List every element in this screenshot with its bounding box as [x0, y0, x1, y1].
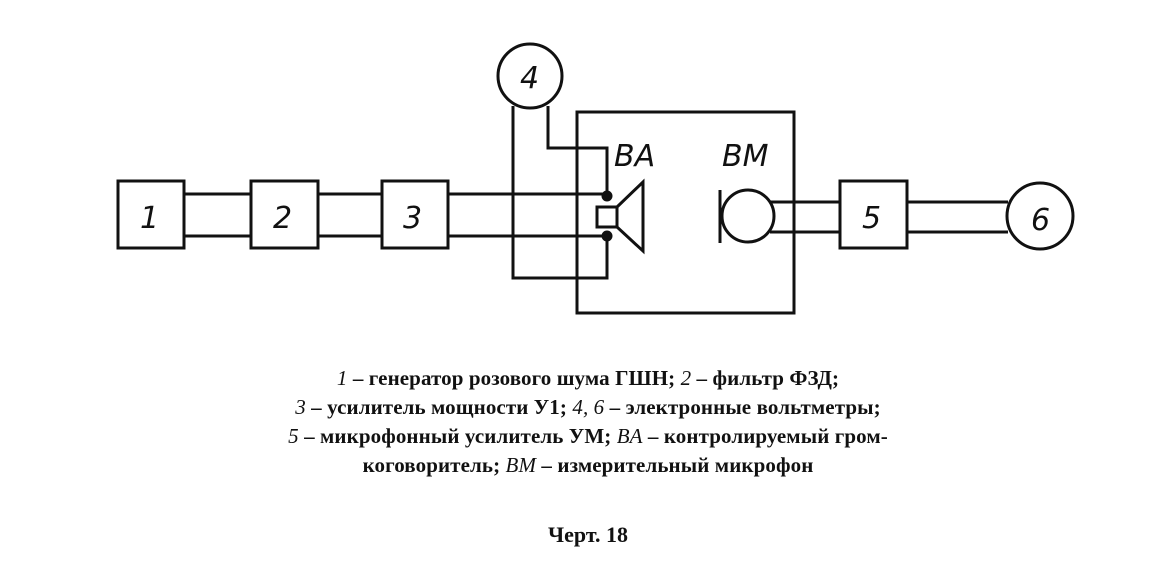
ref: 1 [336, 366, 348, 390]
block-5 [838, 179, 909, 250]
ref: 2 [680, 366, 692, 390]
desc: – усилитель мощности У1; [305, 395, 573, 419]
legend-caption: 1 – генератор розового шума ГШН; 2 – фил… [0, 364, 1176, 480]
desc: – генератор розового шума ГШН; [347, 366, 681, 390]
block-3 [380, 179, 450, 250]
ref: 4, 6 [572, 395, 605, 419]
block-1-label: 1 [140, 201, 159, 236]
legend-line-2: 3 – усилитель мощности У1; 4, 6 – электр… [0, 393, 1176, 422]
desc: – контролируемый гром- [642, 424, 888, 448]
wires [184, 106, 1008, 280]
block-2-label: 2 [273, 201, 292, 236]
voltmeter-4 [496, 42, 564, 110]
ref: BA [616, 424, 643, 448]
speaker-label: BA [614, 139, 655, 174]
microphone-icon [718, 188, 776, 244]
ref: 3 [295, 395, 306, 419]
meter-6-label: 6 [1031, 203, 1050, 238]
desc: – фильтр ФЗД; [691, 366, 840, 390]
ref: 5 [288, 424, 299, 448]
legend-line-3: 5 – микрофонный усилитель УМ; BA – контр… [0, 422, 1176, 451]
block-5-label: 5 [862, 201, 881, 236]
desc: – измерительный микрофон [536, 453, 814, 477]
legend-line-4: коговоритель; BM – измерительный микрофо… [0, 451, 1176, 480]
figure-label: Черт. 18 [547, 522, 628, 547]
meter-4-label: 4 [520, 61, 539, 96]
speaker-icon [595, 178, 645, 255]
microphone-label: BM [722, 139, 769, 174]
legend-line-1: 1 – генератор розового шума ГШН; 2 – фил… [0, 364, 1176, 393]
desc: коговоритель; [362, 453, 506, 477]
ref: BM [505, 453, 537, 477]
block-2 [249, 179, 320, 250]
block-3-label: 3 [403, 201, 422, 236]
desc: – электронные вольтметры; [604, 395, 881, 419]
voltmeter-6 [1005, 181, 1075, 251]
block-1 [116, 179, 186, 250]
desc: – микрофонный усилитель УМ; [298, 424, 617, 448]
test-chamber [575, 110, 796, 315]
